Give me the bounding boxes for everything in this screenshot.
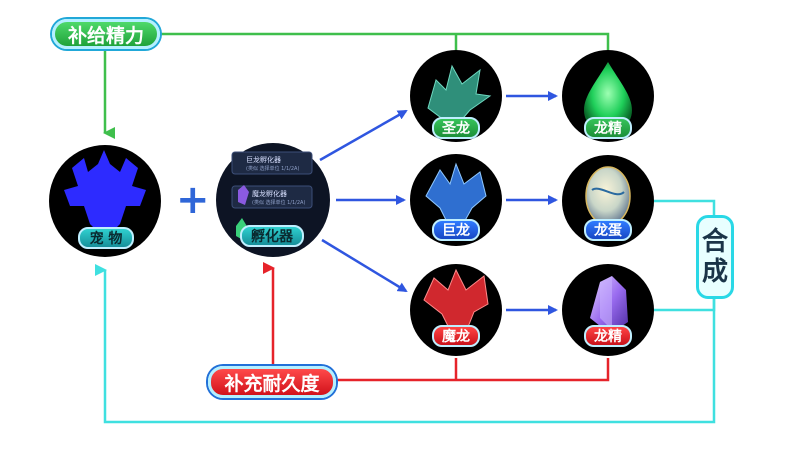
merge-label: 合 成: [696, 215, 734, 299]
merge-label-line1: 合: [701, 227, 728, 257]
replenish-energy-label: 补给精力: [52, 19, 160, 49]
incubator-row1-subtitle: (类似 选择单位 1/1/2A): [246, 166, 300, 172]
green-droplet-icon: [584, 62, 632, 132]
flow-arrows: [319, 91, 558, 315]
dragon-essence-top-node[interactable]: [562, 50, 654, 142]
holy-dragon-label: 圣龙: [432, 117, 480, 139]
dragon-essence-top-label: 龙精: [584, 117, 632, 139]
dragon-essence-bottom-label: 龙精: [584, 325, 632, 347]
pet-node[interactable]: [49, 145, 161, 257]
plus-sign: +: [176, 177, 210, 223]
incubator-row2-title: 魔龙孵化器: [252, 190, 287, 198]
demon-dragon-label: 魔龙: [432, 325, 480, 347]
dragon-egg-icon: [585, 166, 631, 226]
incubator-label: 孵化器: [240, 225, 304, 247]
giant-dragon-label: 巨龙: [432, 219, 480, 241]
purple-crystal-icon: [590, 276, 628, 334]
merge-connector: [95, 199, 716, 424]
durability-connector: [263, 262, 610, 382]
energy-connector: [103, 32, 610, 139]
incubator-row2-subtitle: (类似 选择单位 1/1/2A): [252, 200, 306, 206]
dragon-silhouette-icon: [64, 150, 146, 232]
dragon-egg-label: 龙蛋: [584, 219, 632, 241]
merge-label-line2: 成: [701, 257, 728, 287]
replenish-durability-label: 补充耐久度: [208, 366, 336, 398]
pet-label: 宠 物: [78, 227, 134, 249]
incubator-row1-title: 巨龙孵化器: [246, 156, 281, 164]
